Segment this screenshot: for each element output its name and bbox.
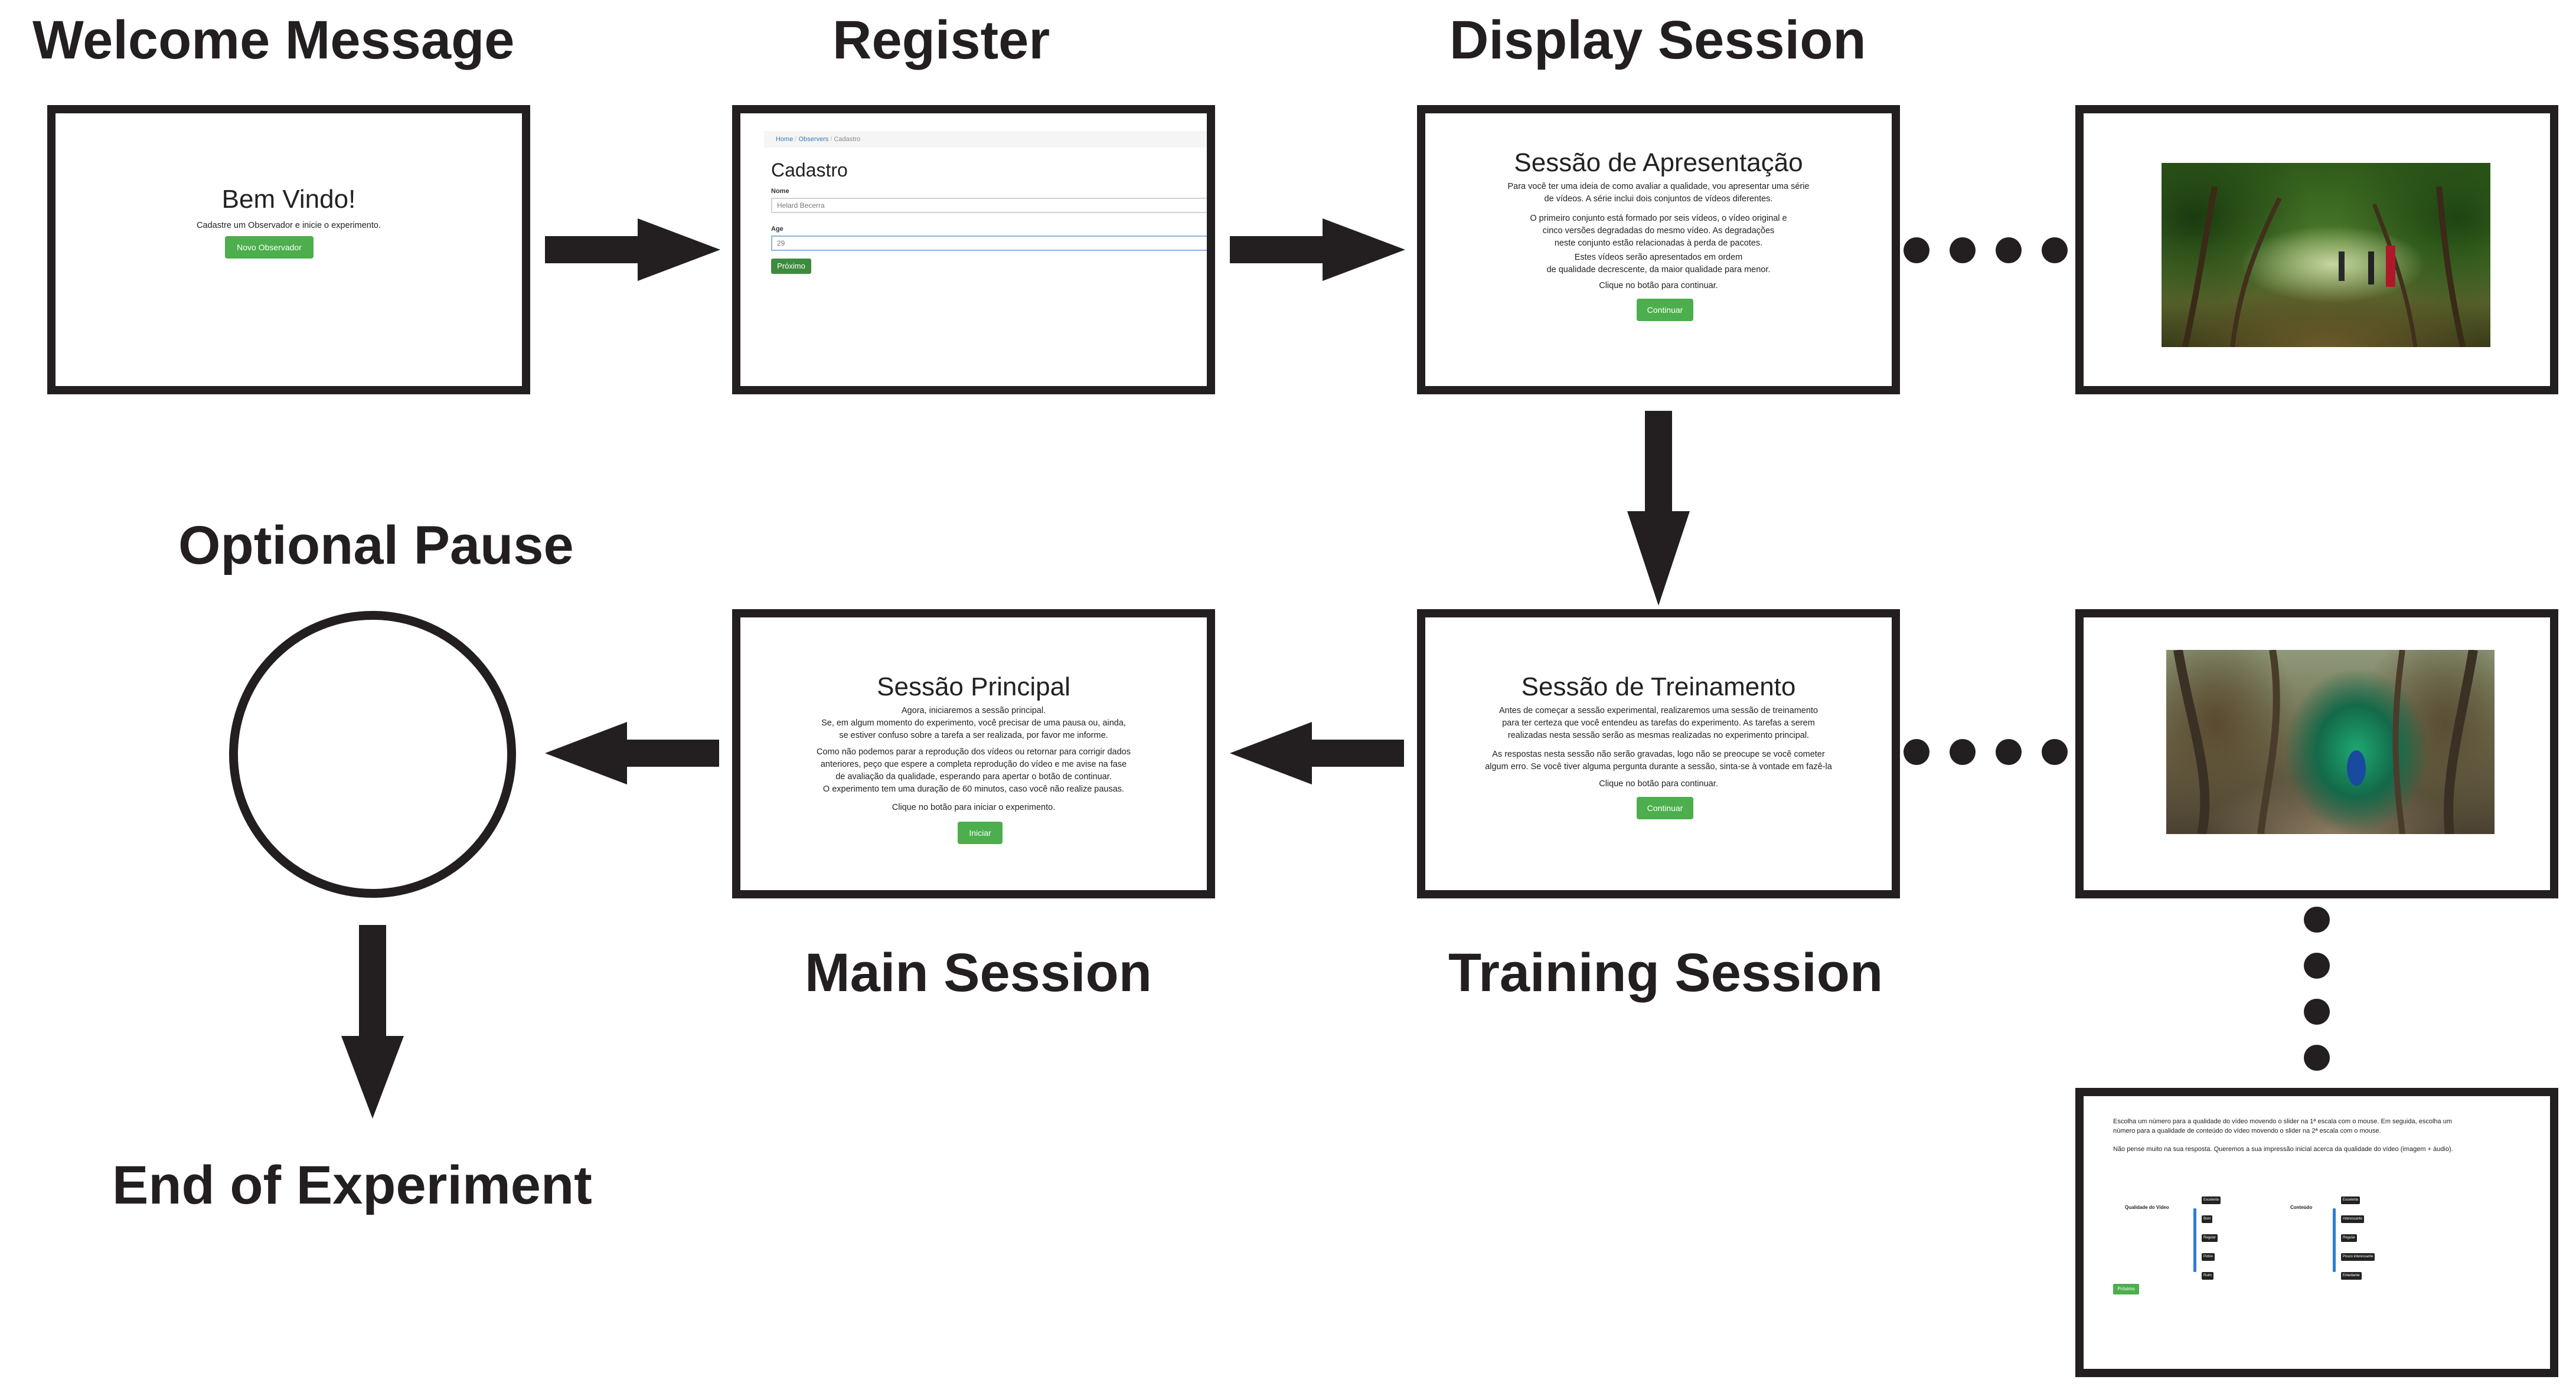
scale1-slider-track[interactable] <box>2193 1208 2196 1272</box>
arrow-display-to-training <box>1627 411 1690 606</box>
main-paragraph-1: Agora, iniciaremos a sessão principal. S… <box>821 706 1126 741</box>
label-end-of-experiment: End of Experiment <box>112 1155 592 1215</box>
breadcrumb-home[interactable]: Home <box>776 136 794 143</box>
display-paragraph-3: Estes vídeos serão apresentados em ordem… <box>1546 253 1771 275</box>
main-title: Sessão Principal <box>877 672 1070 701</box>
display-title: Sessão de Apresentação <box>1514 148 1803 177</box>
next-button[interactable]: Próximo <box>771 259 811 274</box>
arrow-training-to-main <box>1230 722 1404 784</box>
display-paragraph-1: Para você ter uma ideia de como avaliar … <box>1507 182 1810 204</box>
training-paragraph-3: Clique no botão para continuar. <box>1599 779 1718 789</box>
scale2-tick-1: Excelente <box>2341 1196 2360 1204</box>
training-paragraph-2: As respostas nesta sessão não serão grav… <box>1485 750 1832 772</box>
training-continue-button[interactable]: Continuar <box>1637 797 1693 819</box>
scale1-tick-4: Pobre <box>2202 1253 2215 1261</box>
age-label: Age <box>771 225 783 233</box>
register-screen-frame: Home / Observers / Cadastro Cadastro Nom… <box>732 105 1215 394</box>
ellipsis-dot-mid-2 <box>1950 739 1976 765</box>
display-continue-button[interactable]: Continuar <box>1637 299 1693 321</box>
rating-next-button[interactable]: Próximo <box>2113 1284 2139 1294</box>
arrow-register-to-display <box>1230 218 1405 281</box>
label-main-session: Main Session <box>805 943 1152 1003</box>
ellipsis-dot-mid-3 <box>1996 739 2022 765</box>
display-paragraph-4: Clique no botão para continuar. <box>1599 281 1718 290</box>
arrow-main-to-pause <box>545 722 719 784</box>
new-observer-button[interactable]: Novo Observador <box>225 236 314 259</box>
scale1-tick-2: Bom <box>2202 1215 2213 1223</box>
register-title: Cadastro <box>771 159 848 181</box>
scale2-slider-track[interactable] <box>2333 1208 2336 1272</box>
scale1-tick-5: Ruim <box>2202 1272 2214 1280</box>
label-training-session: Training Session <box>1448 943 1883 1003</box>
label-optional-pause: Optional Pause <box>178 515 574 576</box>
rating-instructions-2: Não pense muito na sua resposta. Queremo… <box>2113 1146 2453 1153</box>
ellipsis-dot-vertical-2 <box>2304 953 2330 979</box>
peacock-video-image <box>2166 650 2495 834</box>
training-title: Sessão de Treinamento <box>1521 672 1796 701</box>
arrow-welcome-to-register <box>545 218 720 281</box>
breadcrumb-current: Cadastro <box>834 136 861 143</box>
name-label: Nome <box>771 188 789 195</box>
video-frame-forest <box>2075 105 2558 394</box>
training-paragraph-1: Antes de começar a sessão experimental, … <box>1499 706 1818 741</box>
ellipsis-dot-top-1 <box>1904 237 1929 263</box>
rating-screen-frame: Escolha um número para a qualidade do ví… <box>2075 1088 2558 1377</box>
ellipsis-dot-top-4 <box>2042 237 2068 263</box>
name-input[interactable]: Helard Becerra <box>771 198 1207 213</box>
scale1-tick-1: Excelente <box>2202 1196 2221 1204</box>
ellipsis-dot-mid-4 <box>2042 739 2068 765</box>
pause-circle <box>229 611 516 898</box>
welcome-text: Cadastre um Observador e inicie o experi… <box>197 221 381 230</box>
scale2-label: Conteúdo <box>2290 1205 2313 1210</box>
training-session-frame: Sessão de Treinamento Antes de começar a… <box>1417 609 1900 898</box>
label-register: Register <box>832 10 1050 70</box>
breadcrumb-observers[interactable]: Observers <box>798 136 829 143</box>
age-input[interactable]: 29 <box>771 236 1207 251</box>
ellipsis-dot-top-3 <box>1996 237 2022 263</box>
ellipsis-dot-vertical-1 <box>2304 907 2330 933</box>
label-display-session: Display Session <box>1449 10 1866 70</box>
main-session-frame: Sessão Principal Agora, iniciaremos a se… <box>732 609 1215 898</box>
forest-video-image <box>2162 163 2490 347</box>
main-paragraph-2: Como não podemos parar a reprodução dos … <box>817 747 1131 795</box>
ellipsis-dot-vertical-4 <box>2304 1045 2330 1071</box>
scale1-label: Qualidade do Vídeo <box>2125 1205 2169 1210</box>
ellipsis-dot-top-2 <box>1950 237 1976 263</box>
welcome-screen-frame: Bem Vindo! Cadastre um Observador e inic… <box>47 105 530 394</box>
scale2-tick-5: Entediante <box>2341 1272 2362 1280</box>
display-session-frame: Sessão de Apresentação Para você ter uma… <box>1417 105 1900 394</box>
breadcrumb: Home / Observers / Cadastro <box>764 131 1207 148</box>
ellipsis-dot-vertical-3 <box>2304 999 2330 1025</box>
label-welcome-message: Welcome Message <box>32 10 515 70</box>
main-start-button[interactable]: Iniciar <box>958 822 1003 844</box>
arrow-pause-to-end <box>341 925 404 1119</box>
scale2-tick-3: Regular <box>2341 1234 2358 1242</box>
display-paragraph-2: O primeiro conjunto está formado por sei… <box>1530 214 1787 249</box>
scale2-tick-4: Pouco interessante <box>2341 1253 2375 1261</box>
scale2-tick-2: Interessante <box>2341 1215 2365 1223</box>
video-frame-peacock <box>2075 609 2558 898</box>
welcome-title: Bem Vindo! <box>221 185 356 214</box>
rating-instructions-1: Escolha um número para a qualidade do ví… <box>2113 1118 2452 1135</box>
scale1-tick-3: Regular <box>2202 1234 2218 1242</box>
ellipsis-dot-mid-1 <box>1904 739 1929 765</box>
main-paragraph-3: Clique no botão para iniciar o experimen… <box>892 803 1056 812</box>
